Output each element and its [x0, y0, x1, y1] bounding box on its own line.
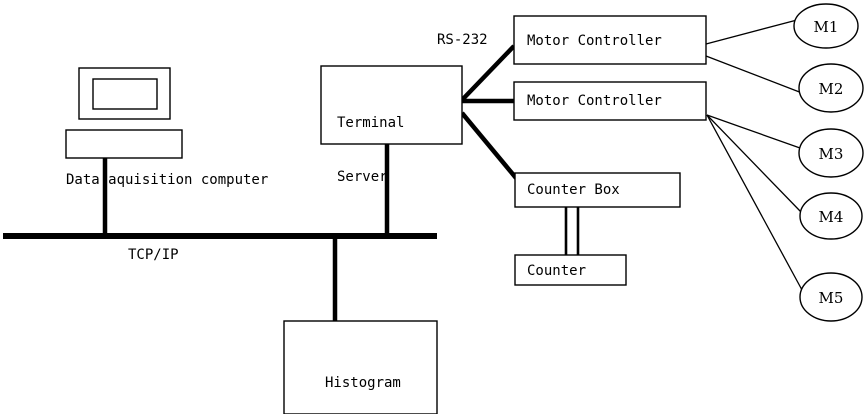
counter-box-box: [514, 172, 681, 208]
motor-controller-1-box: [513, 15, 707, 65]
motor-m4-ellipse: [799, 192, 863, 240]
link-motor-controller-2-to-m4: [706, 114, 802, 213]
histogram-memory-box: [283, 320, 438, 414]
rs232-link-label: RS-232: [437, 32, 488, 48]
motor-m1-label: M1: [813, 18, 839, 36]
motor-m2-ellipse: [798, 63, 864, 113]
motor-m3-label: M3: [818, 145, 844, 163]
motor-m2-label: M2: [818, 80, 844, 98]
link-terminal-server-to-counter-box: [460, 111, 518, 180]
link-motor-controller-1-to-m1: [705, 19, 798, 45]
counter-box: [514, 254, 627, 286]
link-terminal-server-to-motor-controller-1: [460, 44, 516, 102]
motor-m3-ellipse: [798, 128, 864, 178]
terminal-server-box: [320, 65, 463, 145]
motor-m4-label: M4: [818, 208, 844, 226]
motor-m5-label: M5: [818, 289, 844, 307]
tcpip-bus-label: TCP/IP: [128, 247, 179, 263]
link-motor-controller-1-to-m2: [705, 55, 803, 94]
link-motor-controller-2-to-m5: [706, 114, 803, 291]
motor-m1-ellipse: [793, 3, 859, 49]
computer-base-unit: [65, 129, 183, 159]
motor-m5-ellipse: [799, 272, 863, 322]
data-acquisition-computer-caption: Data aquisition computer: [66, 172, 269, 188]
monitor-screen: [92, 78, 158, 110]
motor-controller-2-box: [513, 81, 707, 121]
link-motor-controller-2-to-m3: [706, 114, 801, 149]
